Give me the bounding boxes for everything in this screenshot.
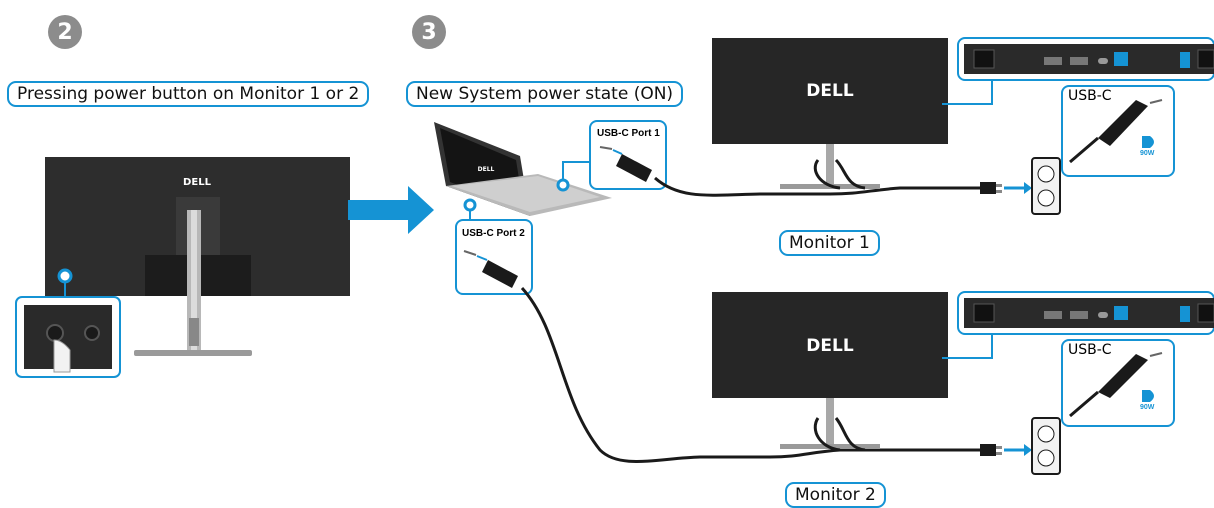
monitor-2-90w-label: 90W (1140, 404, 1155, 411)
svg-text:DELL: DELL (478, 166, 495, 173)
power-button-icon (46, 324, 64, 342)
monitor-1-usb-c-label: USB-C (1068, 88, 1112, 104)
monitor-2-usb-c-label: USB-C (1068, 342, 1112, 358)
step-3-badge: 3 (412, 15, 446, 49)
monitor-1: DELL (712, 38, 948, 190)
usb-c-port-1-label: USB-C Port 1 (597, 128, 660, 139)
laptop: DELL (434, 122, 612, 216)
displayport-icon (1142, 136, 1154, 148)
step-2-badge: 2 (48, 15, 82, 49)
monitor-1-90w-label: 90W (1140, 150, 1155, 157)
new-power-state-label: New System power state (ON) (406, 81, 684, 107)
svg-text:DELL: DELL (806, 336, 854, 356)
monitor-1-label: Monitor 1 (779, 230, 880, 256)
svg-text:DELL: DELL (806, 81, 854, 101)
pressing-power-label: Pressing power button on Monitor 1 or 2 (7, 81, 370, 107)
monitor-rear: DELL (15, 157, 350, 378)
wall-outlet-icon (1031, 157, 1061, 215)
svg-text:DELL: DELL (183, 177, 212, 188)
arrow-right-icon (348, 186, 434, 234)
finger-icon (53, 339, 71, 373)
power-plug-icon (980, 182, 1002, 194)
monitor-2-label: Monitor 2 (785, 482, 886, 508)
usb-c-plug-icon (463, 146, 652, 288)
monitor-2: DELL (712, 292, 948, 452)
usb-c-port-2-label: USB-C Port 2 (462, 228, 525, 239)
